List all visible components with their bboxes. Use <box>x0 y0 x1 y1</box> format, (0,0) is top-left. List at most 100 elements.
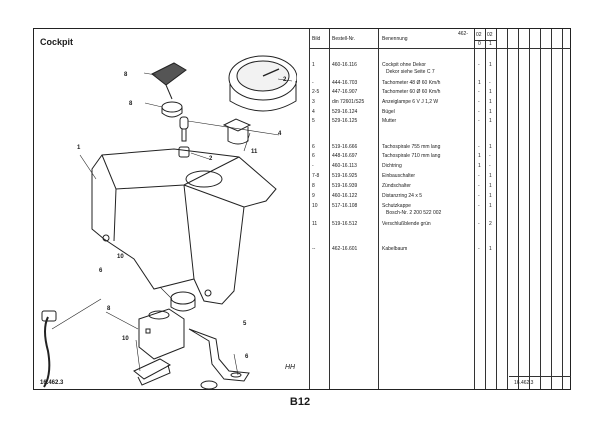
row-qty-col1: - <box>478 118 480 124</box>
exploded-parts-drawing <box>41 55 297 389</box>
row-qty-col2: 1 <box>489 109 492 115</box>
key-ring <box>161 101 183 113</box>
lamp-socket <box>178 146 190 158</box>
row-qty-col2: 1 <box>489 144 492 150</box>
callout-4: 5 <box>243 321 247 327</box>
callout-6: 6 <box>99 268 103 274</box>
row-bestell-nr: 447-16.907 <box>332 89 358 95</box>
row-qty-col1: - <box>478 183 480 189</box>
row-qty-col2: 1 <box>489 183 492 189</box>
row-benennung: Verschlußblende grün <box>382 221 431 227</box>
callout-8b: 8 <box>129 101 133 107</box>
row-qty-col1: - <box>478 62 480 68</box>
row-benennung: Tachospirale 755 mm lang <box>382 144 441 150</box>
callout-8c: 8 <box>107 306 111 312</box>
distance-ring <box>170 291 196 305</box>
row-bestell-nr: 517-16.108 <box>332 203 358 209</box>
row-qty-col2: - <box>489 80 491 86</box>
row-bild: 6 <box>312 144 315 150</box>
row-bestell-nr: 460-16.116 <box>332 62 357 68</box>
row-bild: 7-8 <box>312 173 320 179</box>
row-benennung: Mutter <box>382 118 397 124</box>
row-qty-col2: 1 <box>489 246 492 252</box>
fairing-hole-left <box>102 234 110 242</box>
row-qty-col1: - <box>478 246 480 252</box>
row-qty-col2: 2 <box>489 221 492 227</box>
callout-3: 4 <box>278 131 282 137</box>
header-col2: 02 <box>487 32 493 38</box>
row-qty-col2: 1 <box>489 173 492 179</box>
row-benennung: Tachometer 48 Ø 60 Km/h <box>382 80 441 86</box>
row-bild: - <box>312 80 314 86</box>
row-qty-col2: 1 <box>489 118 492 124</box>
row-bild: 5 <box>312 118 315 124</box>
row-qty-col1: - <box>478 99 480 105</box>
row-qty-col2: 1 <box>489 99 492 105</box>
blanking-plug <box>222 118 252 132</box>
row-bestell-nr: 460-16.122 <box>332 193 358 199</box>
row-qty-col2: 1 <box>489 62 492 68</box>
row-bild: 6 <box>312 153 315 159</box>
row-bestell-nr: 519-16.512 <box>332 221 358 227</box>
row-bild: 2-5 <box>312 89 320 95</box>
row-benennung: Dekor siehe Seite C 7 <box>386 69 435 75</box>
row-bild: 3 <box>312 99 315 105</box>
footer-left-code: 16.462.3 <box>40 380 64 386</box>
row-bestell-nr: 519-16.925 <box>332 173 358 179</box>
page-title: Cockpit <box>40 37 74 47</box>
page-frame <box>33 28 571 390</box>
row-qty-col1: 1 <box>478 153 481 159</box>
row-bestell-nr: 448-16.697 <box>332 153 358 159</box>
header-sub1: 0 <box>478 41 481 47</box>
row-qty-col1: - <box>478 109 480 115</box>
row-bild: 4 <box>312 109 315 115</box>
page-number: B12 <box>289 396 311 408</box>
callout-10: 10 <box>122 336 129 342</box>
callout-11: 11 <box>251 149 258 155</box>
row-benennung: Anzeiglampe 6 V J 1,2 W <box>382 99 439 105</box>
row-benennung: Tachospirale 710 mm lang <box>382 153 441 159</box>
row-bestell-nr: 519-16.666 <box>332 144 358 150</box>
row-benennung: Bügel <box>382 109 395 115</box>
row-bestell-nr: din 72601/S25 <box>332 99 365 105</box>
fairing-ridge <box>101 154 240 190</box>
row-qty-col2: - <box>489 153 491 159</box>
row-bestell-nr: 460-16.113 <box>332 163 357 169</box>
speedometer <box>228 55 297 101</box>
row-qty-col1: - <box>478 89 480 95</box>
row-benennung: Tachometer 60 Ø 60 Km/h <box>382 89 441 95</box>
indicator-lamp <box>179 116 189 130</box>
header-benennung: Benennung <box>382 36 408 42</box>
row-benennung: Bosch-Nr. 2 200 522 002 <box>386 210 442 216</box>
row-bild: -- <box>312 246 316 252</box>
row-qty-col2: 1 <box>489 203 492 209</box>
row-qty-col1: - <box>478 193 480 199</box>
header-sub2: 1 <box>489 41 492 47</box>
cockpit-fairing <box>91 148 277 305</box>
row-qty-col2: 1 <box>489 89 492 95</box>
row-bestell-nr: 462-16.601 <box>332 246 358 252</box>
row-bild: 8 <box>312 183 315 189</box>
footer-right-code: 16.462.3 <box>514 380 534 386</box>
row-bestell-nr: 444-16.703 <box>332 80 358 86</box>
row-qty-col1: - <box>478 221 480 227</box>
row-bild: - <box>312 163 314 169</box>
row-benennung: Distanzring 24 x 5 <box>382 193 423 199</box>
callout-9: 10 <box>117 254 124 260</box>
ignition-key <box>151 62 187 86</box>
row-bild: 10 <box>312 203 318 209</box>
row-benennung: Zündschalter <box>382 183 411 189</box>
row-qty-col1: 1 <box>478 80 481 86</box>
callout-2a: 2 <box>283 77 287 83</box>
row-bild: 11 <box>312 221 318 227</box>
header-col1: 02 <box>476 32 482 38</box>
callout-5: 6 <box>245 354 249 360</box>
nut <box>200 380 218 389</box>
row-benennung: Cockpit ohne Dekor <box>382 62 426 68</box>
fairing-hole-right <box>204 289 212 297</box>
bracket <box>188 328 250 382</box>
header-bestell-nr: Bestell-Nr. <box>332 36 356 42</box>
row-bild: 9 <box>312 193 315 199</box>
row-bestell-nr: 529-16.124 <box>332 109 358 115</box>
callout-2b: 2 <box>209 156 213 162</box>
